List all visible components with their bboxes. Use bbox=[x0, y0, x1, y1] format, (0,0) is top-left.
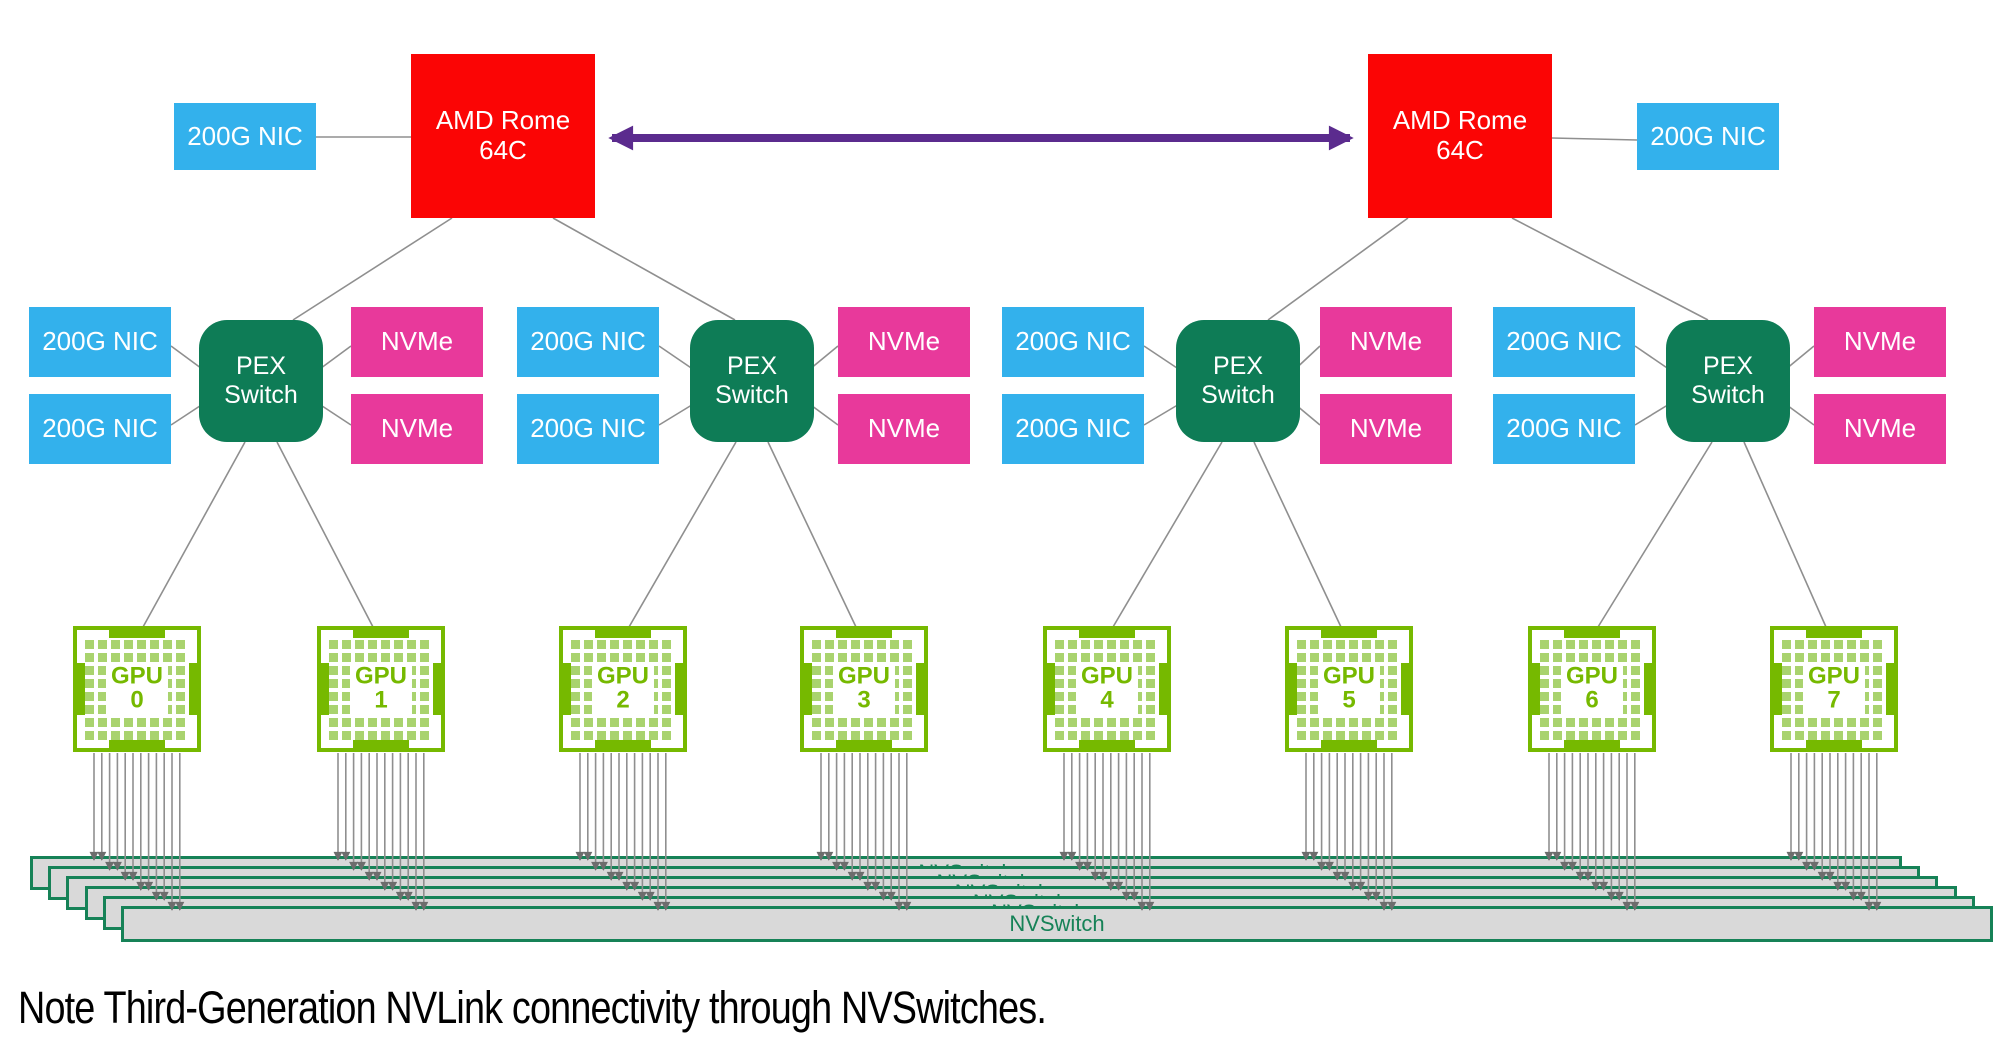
gpu-label: GPU 1 bbox=[349, 663, 413, 715]
cluster-nic-200g-box: 200G NIC bbox=[517, 307, 659, 377]
gpu-tab-left bbox=[317, 663, 329, 715]
gpu-tab-left bbox=[559, 663, 571, 715]
gpu-chip: GPU 7 bbox=[1770, 626, 1898, 752]
cluster-nic-200g-box: 200G NIC bbox=[1002, 307, 1144, 377]
nvme-box: NVMe bbox=[838, 307, 970, 377]
gpu-tab-top bbox=[1079, 626, 1135, 638]
cpu-amd-rome-box: AMD Rome 64C bbox=[411, 54, 595, 218]
nvme-box: NVMe bbox=[351, 307, 483, 377]
gpu-tab-right bbox=[1644, 663, 1656, 715]
top-nic-200g-box: 200G NIC bbox=[174, 103, 316, 170]
gpu-chip: GPU 3 bbox=[800, 626, 928, 752]
gpu-tab-top bbox=[109, 626, 165, 638]
gpu-tab-bottom bbox=[1321, 740, 1377, 752]
gpu-chip: GPU 1 bbox=[317, 626, 445, 752]
gpu-tab-top bbox=[1806, 626, 1862, 638]
gpu-tab-bottom bbox=[836, 740, 892, 752]
gpu-tab-top bbox=[1564, 626, 1620, 638]
link-line bbox=[1743, 441, 1827, 628]
gpu-tab-top bbox=[595, 626, 651, 638]
gpu-tab-left bbox=[1528, 663, 1540, 715]
nvme-box: NVMe bbox=[1814, 307, 1946, 377]
link-line bbox=[1267, 217, 1409, 321]
gpu-tab-left bbox=[73, 663, 85, 715]
gpu-tab-bottom bbox=[109, 740, 165, 752]
link-line bbox=[1511, 217, 1709, 321]
gpu-tab-top bbox=[1321, 626, 1377, 638]
gpu-label: GPU 7 bbox=[1802, 663, 1866, 715]
gpu-label: GPU 2 bbox=[591, 663, 655, 715]
cluster-nic-200g-box: 200G NIC bbox=[1493, 394, 1635, 464]
gpu-label: GPU 6 bbox=[1560, 663, 1624, 715]
gpu-tab-right bbox=[1159, 663, 1171, 715]
cpu-amd-rome-box: AMD Rome 64C bbox=[1368, 54, 1552, 218]
gpu-tab-top bbox=[353, 626, 409, 638]
gpu-tab-bottom bbox=[1564, 740, 1620, 752]
gpu-label: GPU 3 bbox=[832, 663, 896, 715]
cluster-nic-200g-box: 200G NIC bbox=[517, 394, 659, 464]
gpu-chip: GPU 4 bbox=[1043, 626, 1171, 752]
gpu-tab-left bbox=[1285, 663, 1297, 715]
gpu-tab-right bbox=[433, 663, 445, 715]
gpu-label: GPU 0 bbox=[105, 663, 169, 715]
gpu-tab-right bbox=[675, 663, 687, 715]
link-line bbox=[1112, 441, 1223, 628]
nvme-box: NVMe bbox=[1814, 394, 1946, 464]
gpu-tab-bottom bbox=[1806, 740, 1862, 752]
gpu-tab-bottom bbox=[353, 740, 409, 752]
link-line bbox=[1551, 137, 1638, 141]
pex-switch-box: PEX Switch bbox=[690, 320, 814, 442]
link-line bbox=[276, 441, 374, 628]
cluster-nic-200g-box: 200G NIC bbox=[29, 307, 171, 377]
gpu-tab-top bbox=[836, 626, 892, 638]
link-line bbox=[628, 441, 737, 628]
top-nic-200g-box: 200G NIC bbox=[1637, 103, 1779, 170]
gpu-chip: GPU 0 bbox=[73, 626, 201, 752]
nvme-box: NVMe bbox=[838, 394, 970, 464]
gpu-tab-left bbox=[1770, 663, 1782, 715]
link-line bbox=[142, 441, 246, 628]
cluster-nic-200g-box: 200G NIC bbox=[1002, 394, 1144, 464]
link-line bbox=[767, 441, 857, 628]
caption-note: Note Third-Generation NVLink connectivit… bbox=[18, 982, 1047, 1033]
nvme-box: NVMe bbox=[351, 394, 483, 464]
gpu-tab-right bbox=[189, 663, 201, 715]
gpu-label: GPU 4 bbox=[1075, 663, 1139, 715]
nvme-box: NVMe bbox=[1320, 307, 1452, 377]
gpu-tab-right bbox=[916, 663, 928, 715]
link-line bbox=[552, 217, 736, 321]
link-line bbox=[1597, 441, 1713, 628]
cluster-nic-200g-box: 200G NIC bbox=[29, 394, 171, 464]
pex-switch-box: PEX Switch bbox=[1666, 320, 1790, 442]
link-line bbox=[1253, 441, 1342, 628]
nvswitch-bar: NVSwitch bbox=[121, 906, 1993, 942]
gpu-label: GPU 5 bbox=[1317, 663, 1381, 715]
gpu-tab-bottom bbox=[595, 740, 651, 752]
gpu-die-grid bbox=[85, 638, 189, 740]
gpu-tab-left bbox=[1043, 663, 1055, 715]
gpu-chip: GPU 2 bbox=[559, 626, 687, 752]
gpu-chip: GPU 6 bbox=[1528, 626, 1656, 752]
pex-switch-box: PEX Switch bbox=[1176, 320, 1300, 442]
gpu-tab-left bbox=[800, 663, 812, 715]
gpu-tab-right bbox=[1886, 663, 1898, 715]
gpu-tab-right bbox=[1401, 663, 1413, 715]
pex-switch-box: PEX Switch bbox=[199, 320, 323, 442]
link-line bbox=[292, 217, 453, 321]
nvme-box: NVMe bbox=[1320, 394, 1452, 464]
nvswitch-label: NVSwitch bbox=[1009, 911, 1105, 936]
gpu-tab-bottom bbox=[1079, 740, 1135, 752]
gpu-chip: GPU 5 bbox=[1285, 626, 1413, 752]
cluster-nic-200g-box: 200G NIC bbox=[1493, 307, 1635, 377]
